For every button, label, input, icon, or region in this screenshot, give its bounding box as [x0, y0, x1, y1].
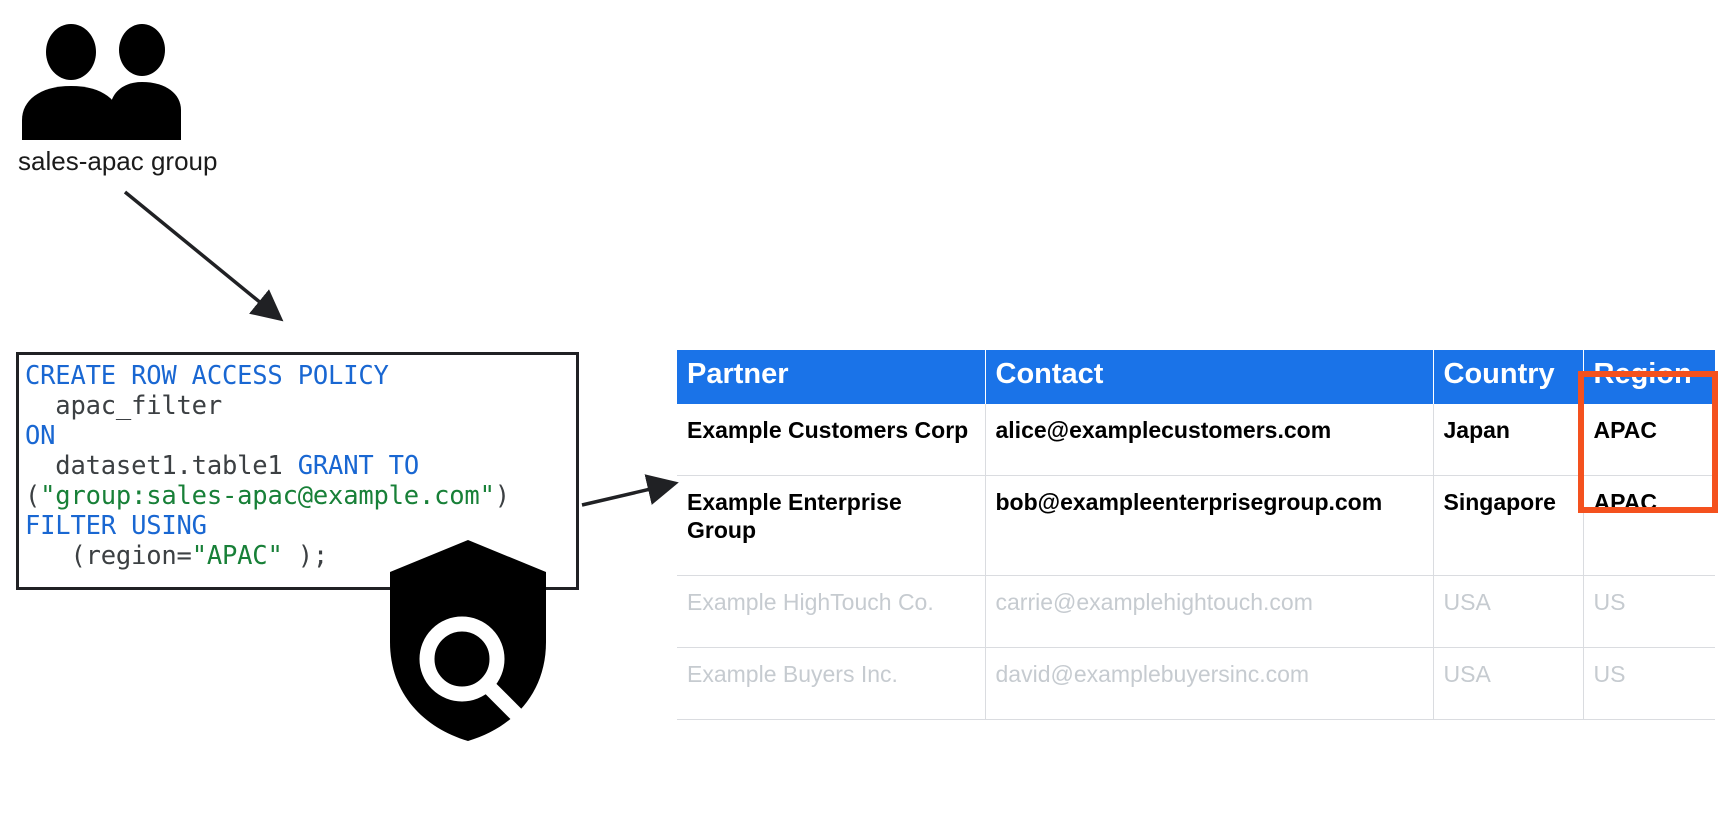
cell-contact: david@examplebuyersinc.com	[985, 647, 1434, 720]
column-header-partner[interactable]: Partner	[677, 350, 986, 404]
table-row: Example Customers Corp alice@examplecust…	[677, 403, 1715, 476]
shield-node	[388, 538, 548, 743]
arrow-policy-to-table	[581, 474, 679, 507]
table-row: Example HighTouch Co. carrie@examplehigh…	[677, 575, 1715, 648]
row-access-policy-code: CREATE ROW ACCESS POLICY apac_filter ON …	[25, 361, 510, 571]
table-header-row: Partner Contact Country Region	[677, 350, 1715, 404]
column-header-region[interactable]: Region	[1583, 350, 1715, 404]
partner-table: Partner Contact Country Region Example C…	[677, 350, 1715, 720]
table-row: Example Buyers Inc. david@examplebuyersi…	[677, 647, 1715, 720]
cell-partner: Example Buyers Inc.	[677, 647, 986, 720]
cell-contact: alice@examplecustomers.com	[985, 403, 1434, 476]
row-access-policy-box: CREATE ROW ACCESS POLICY apac_filter ON …	[16, 352, 579, 590]
cell-contact: bob@exampleenterprisegroup.com	[985, 475, 1434, 577]
cell-region: APAC	[1583, 475, 1715, 577]
arrow-group-to-policy	[123, 190, 284, 322]
group-node: sales-apac group	[18, 22, 278, 177]
cell-partner: Example Customers Corp	[677, 403, 986, 476]
shield-search-icon	[390, 540, 546, 741]
cell-country: USA	[1433, 575, 1584, 648]
cell-region: APAC	[1583, 403, 1715, 476]
cell-country: Singapore	[1433, 475, 1584, 577]
group-node-label: sales-apac group	[18, 146, 218, 176]
cell-region: US	[1583, 647, 1715, 720]
cell-contact: carrie@examplehightouch.com	[985, 575, 1434, 648]
column-header-contact[interactable]: Contact	[985, 350, 1434, 404]
cell-partner: Example HighTouch Co.	[677, 575, 986, 648]
cell-country: USA	[1433, 647, 1584, 720]
cell-partner: Example Enterprise Group	[677, 475, 986, 577]
column-header-country[interactable]: Country	[1433, 350, 1584, 404]
cell-country: Japan	[1433, 403, 1584, 476]
cell-region: US	[1583, 575, 1715, 648]
people-group-icon	[22, 24, 181, 140]
table-row: Example Enterprise Group bob@exampleente…	[677, 475, 1715, 577]
